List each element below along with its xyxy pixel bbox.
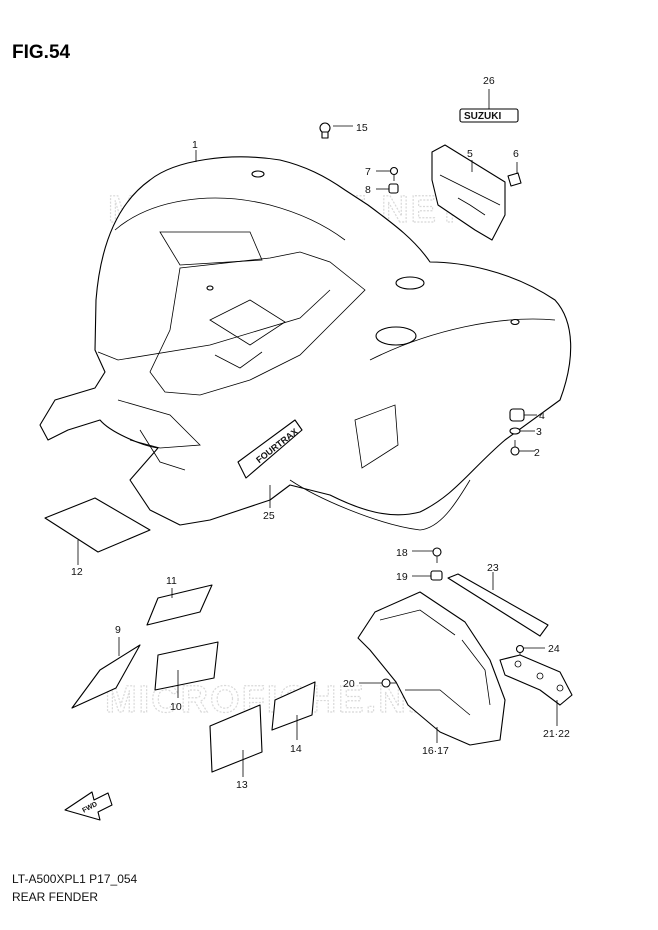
nut-8: [388, 183, 399, 194]
callout-16-17: 16·17: [422, 745, 449, 757]
sheet-12: [44, 497, 151, 553]
callout-26: 26: [483, 75, 495, 87]
forward-arrow-icon: FWD: [64, 791, 113, 821]
callout-2: 2: [534, 447, 540, 459]
callout-19: 19: [396, 571, 408, 583]
guard-21-22: [499, 654, 573, 706]
callout-5: 5: [467, 148, 473, 160]
callout-1: 1: [192, 139, 198, 151]
sheet-14: [271, 681, 316, 731]
rear-fender-body: FOURTRAX: [39, 156, 572, 531]
bracket-5: [431, 144, 506, 241]
callout-4: 4: [539, 410, 545, 422]
callout-11: 11: [166, 575, 177, 587]
callout-23: 23: [487, 562, 499, 574]
callout-14: 14: [290, 743, 302, 755]
callouts: 1 2 3 4 5 6 7 8 9 10 11 12 13 14 15 16·1…: [71, 75, 570, 791]
callout-18: 18: [396, 547, 408, 559]
collar-3: [509, 427, 521, 435]
nut-19: [430, 570, 443, 581]
screw-15: [319, 122, 331, 139]
mud-flap-16-17: [357, 591, 506, 746]
screw-18: [432, 547, 442, 563]
bolt-2: [510, 440, 520, 456]
callout-3: 3: [536, 426, 542, 438]
callout-15: 15: [356, 122, 368, 134]
sheet-10: [154, 641, 219, 691]
bolt-7: [389, 166, 399, 181]
rubber-strip-23: [447, 573, 549, 637]
callout-8: 8: [365, 184, 371, 196]
leader-lines: [77, 89, 558, 777]
figure-name: REAR FENDER: [12, 890, 99, 904]
callout-6: 6: [513, 148, 519, 160]
grommet-4: [509, 408, 525, 422]
nut-6: [507, 172, 522, 187]
callout-13: 13: [236, 779, 248, 791]
callout-25: 25: [263, 510, 275, 522]
sheet-11: [146, 584, 213, 626]
callout-12: 12: [71, 566, 83, 578]
callout-24: 24: [548, 643, 560, 655]
callout-9: 9: [115, 624, 121, 636]
emblem-lettering: SUZUKI: [464, 111, 501, 122]
callout-7: 7: [365, 166, 371, 178]
sheet-9: [71, 644, 141, 709]
sheet-13: [209, 704, 263, 773]
callout-20: 20: [343, 678, 355, 690]
figure-title: FIG.54: [12, 42, 71, 63]
bolt-24: [515, 644, 525, 659]
callout-10: 10: [170, 701, 182, 713]
model-code: LT-A500XPL1 P17_054: [12, 872, 138, 886]
suzuki-emblem: SUZUKI: [459, 108, 519, 123]
callout-21-22: 21·22: [543, 728, 570, 740]
